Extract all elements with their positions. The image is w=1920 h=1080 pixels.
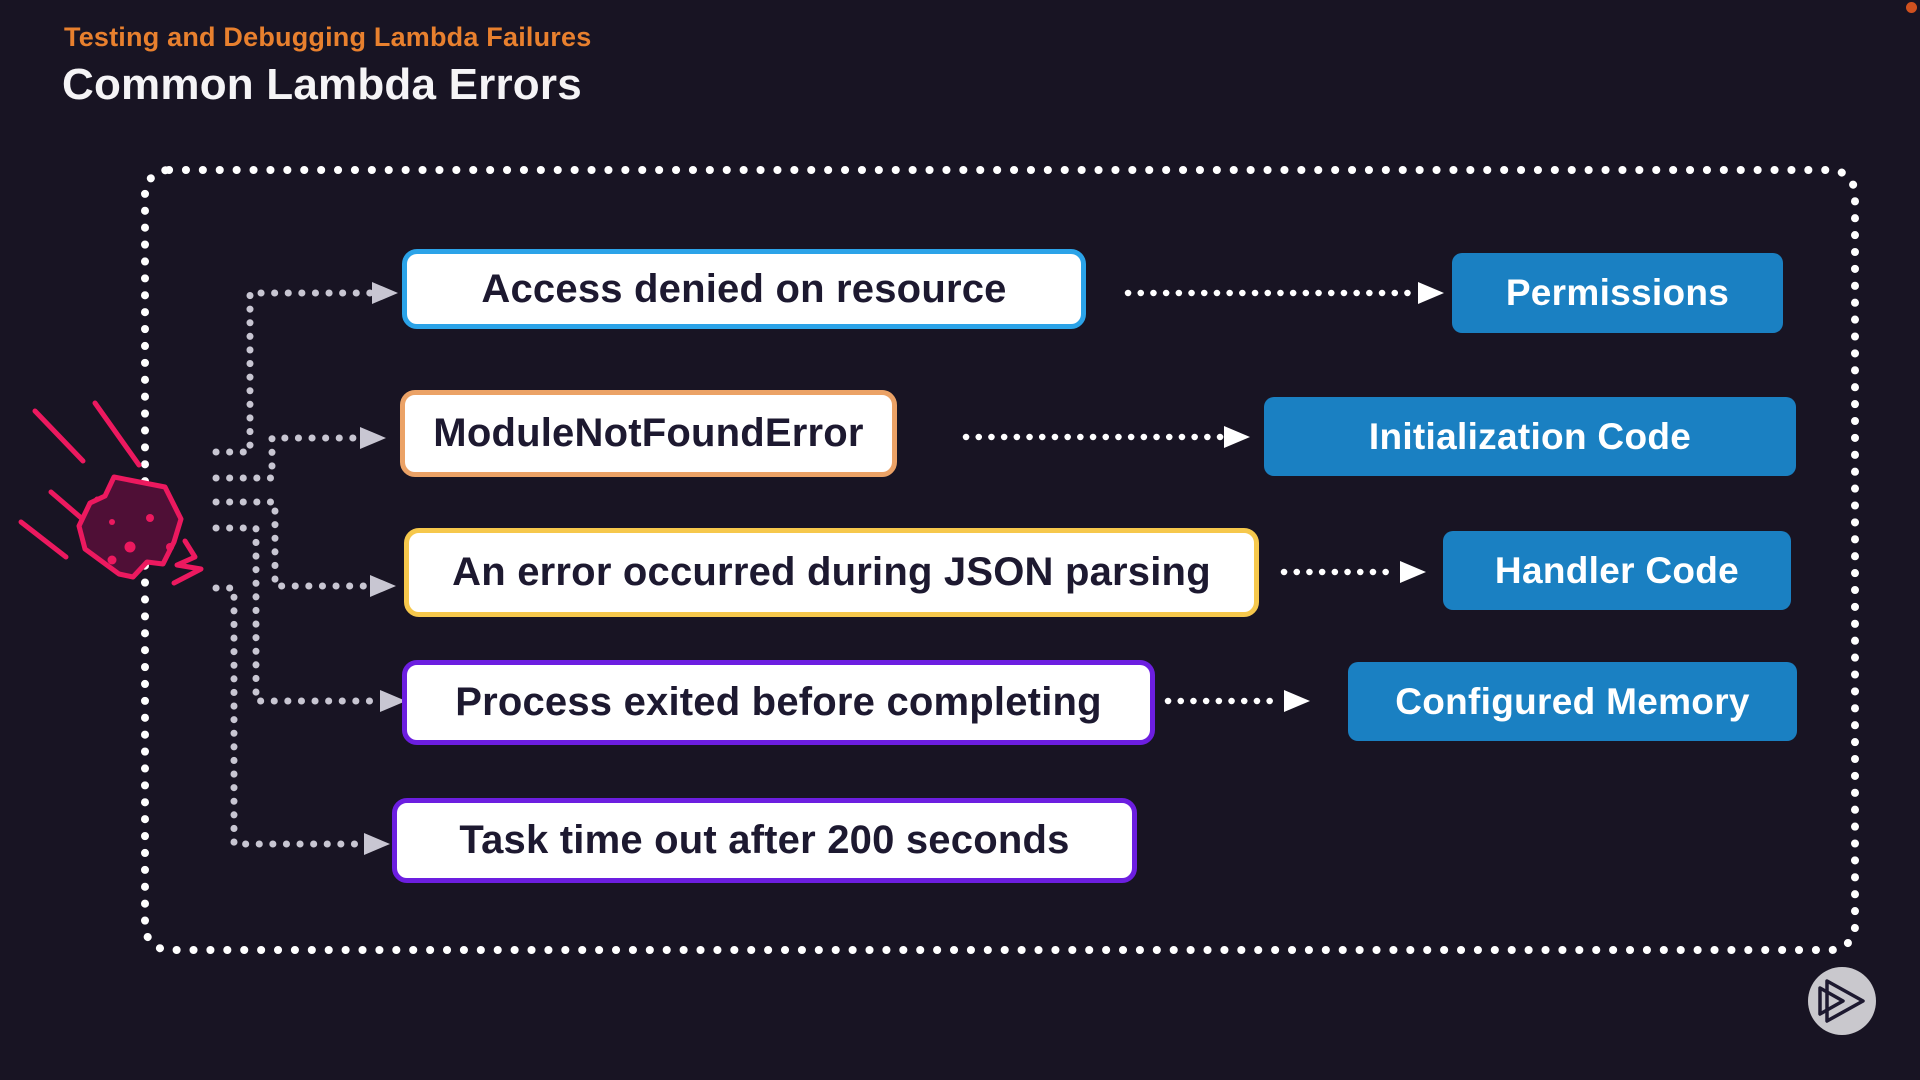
error-label: Task time out after 200 seconds	[459, 818, 1070, 862]
meteor-icon	[18, 400, 204, 586]
error-label: ModuleNotFoundError	[433, 411, 864, 455]
cause-label: Initialization Code	[1368, 415, 1692, 457]
notification-dot-icon	[1906, 2, 1917, 13]
course-kicker: Testing and Debugging Lambda Failures	[64, 22, 592, 52]
tree-arrowheads	[360, 282, 406, 855]
error-box-process-exited: Process exited before completing	[402, 660, 1155, 745]
cause-chip-configured-memory: Configured Memory	[1348, 662, 1797, 741]
cause-label: Configured Memory	[1395, 680, 1750, 722]
error-box-json-parsing: An error occurred during JSON parsing	[404, 528, 1259, 617]
cause-label: Handler Code	[1494, 549, 1740, 591]
dotted-frame	[141, 166, 1859, 954]
play-logo-icon	[1808, 967, 1876, 1035]
error-box-task-timeout: Task time out after 200 seconds	[392, 798, 1137, 883]
error-box-access-denied: Access denied on resource	[402, 249, 1086, 329]
error-label: Access denied on resource	[481, 266, 1007, 311]
error-label: Process exited before completing	[455, 680, 1102, 724]
cause-chip-handler-code: Handler Code	[1443, 531, 1791, 610]
error-box-module-not-found: ModuleNotFoundError	[400, 390, 897, 477]
page-title: Common Lambda Errors	[62, 60, 582, 109]
connector-tree	[212, 289, 382, 848]
flow-arrows	[962, 289, 1420, 705]
cause-chip-initialization-code: Initialization Code	[1264, 397, 1796, 476]
cause-chip-permissions: Permissions	[1452, 253, 1783, 333]
flow-arrowheads	[1224, 282, 1444, 712]
error-label: An error occurred during JSON parsing	[452, 550, 1211, 594]
cause-label: Permissions	[1505, 272, 1730, 313]
